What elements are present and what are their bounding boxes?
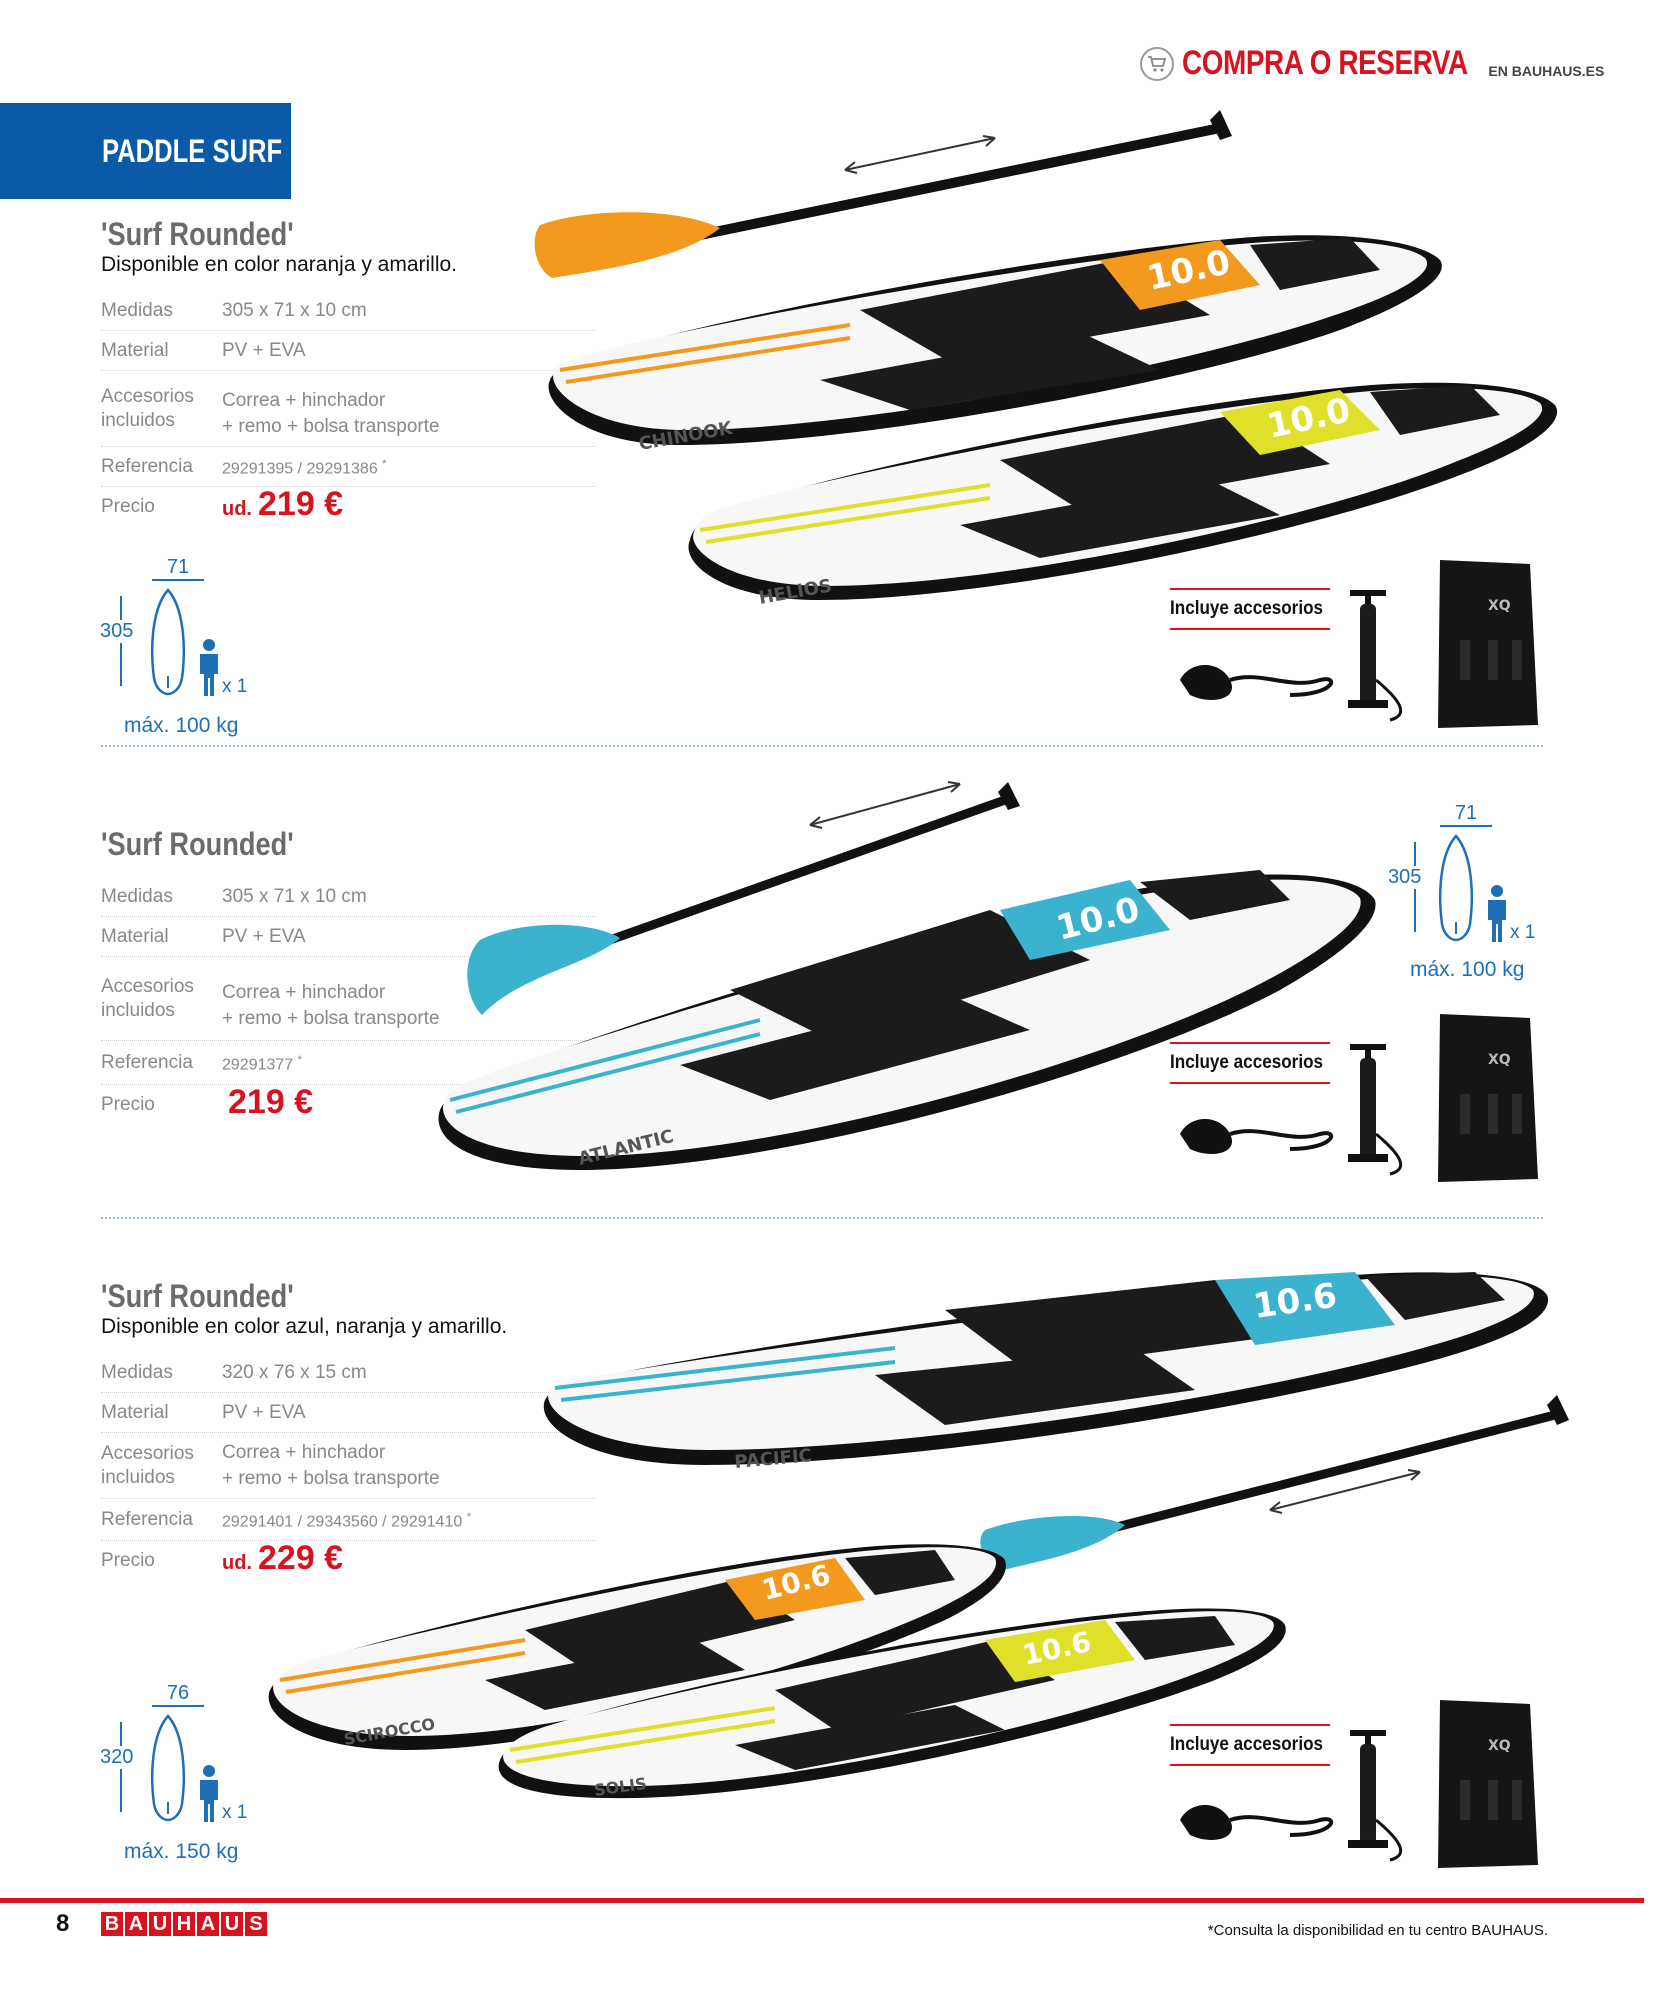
spec-row-referencia: Referencia 29291401 / 29343560 / 2929141… <box>101 1499 595 1541</box>
person-icon <box>1488 885 1506 942</box>
logo-letter: A <box>125 1912 147 1936</box>
board-outline-icon <box>150 1714 186 1822</box>
bag-icon: XQ <box>1438 1700 1538 1868</box>
cta-main: COMPRA O RESERVA <box>1182 44 1468 82</box>
product-block-1: 'Surf Rounded' Disponible en color naran… <box>101 216 595 527</box>
footnote: *Consulta la disponibilidad en tu centro… <box>1207 1922 1548 1939</box>
spec-row-medidas: Medidas 305 x 71 x 10 cm <box>101 877 595 917</box>
product-block-3: 'Surf Rounded' Disponible en color azul,… <box>101 1278 595 1581</box>
spec-table: Medidas 305 x 71 x 10 cm Material PV + E… <box>101 291 595 527</box>
board-helios: 10.0 HELIOS <box>688 382 1558 609</box>
leash-icon <box>1180 1805 1334 1840</box>
logo-letter: A <box>197 1912 219 1936</box>
spec-row-precio: Precio ud.229 € <box>101 1539 344 1577</box>
accessories-label: Incluye accesorios <box>1170 1042 1330 1084</box>
spec-row-material: Material PV + EVA <box>101 917 595 957</box>
person-icon <box>200 1765 218 1822</box>
accessories-image-2: XQ <box>1180 1014 1538 1182</box>
logo-letter: U <box>221 1912 243 1936</box>
spec-row-medidas: Medidas 320 x 76 x 15 cm <box>101 1353 595 1393</box>
board-scirocco: 10.6 SCIROCCO <box>268 1544 1006 1750</box>
spec-row-medidas: Medidas 305 x 71 x 10 cm <box>101 291 595 331</box>
product-title: 'Surf Rounded' <box>101 826 294 862</box>
page-number: 8 <box>56 1910 70 1937</box>
paddle <box>467 781 1020 1015</box>
board-solis: 10.6 SOLIS <box>498 1608 1286 1800</box>
board-dimensions-1: 71 305 x 1 máx. 100 kg <box>100 556 248 737</box>
board-outline-icon <box>150 588 186 696</box>
product-image-1: 10.0 CHINOOK 10.0 HELIOS <box>534 110 1558 609</box>
logo-letter: B <box>101 1912 123 1936</box>
product-block-2: 'Surf Rounded' Medidas 305 x 71 x 10 cm … <box>101 826 595 1125</box>
pump-icon <box>1348 590 1403 722</box>
logo-letter: U <box>149 1912 171 1936</box>
price: 219 € <box>228 1083 314 1121</box>
footer-rule <box>0 1898 1644 1903</box>
spec-row-material: Material PV + EVA <box>101 1393 595 1433</box>
product-image-3: 10.6 PACIFIC 10.6 SCIROCCO 10.6 SOLIS <box>268 1272 1569 1800</box>
section-divider <box>101 745 1543 747</box>
product-title: 'Surf Rounded' <box>101 1278 294 1314</box>
paddle <box>980 1395 1569 1570</box>
accessories-label: Incluye accesorios <box>1170 1724 1330 1766</box>
logo-letter: H <box>173 1912 195 1936</box>
price-unit: ud. <box>222 1552 252 1574</box>
online-purchase-banner[interactable]: COMPRA O RESERVA EN BAUHAUS.ES <box>1140 44 1604 83</box>
price-unit: ud. <box>222 498 252 520</box>
pump-icon <box>1348 1044 1403 1176</box>
accessories-label: Incluye accesorios <box>1170 588 1330 630</box>
price: 229 € <box>258 1539 344 1577</box>
board-atlantic: 10.0 ATLANTIC <box>438 870 1376 1170</box>
accessories-image-1: XQ <box>1180 560 1538 728</box>
spec-row-referencia: Referencia 29291395 / 29291386 * <box>101 447 595 487</box>
board-dimensions-3: 76 320 x 1 máx. 150 kg <box>100 1682 248 1863</box>
accessories-image-3: XQ <box>1180 1700 1538 1868</box>
svg-text:XQ: XQ <box>1488 1052 1511 1068</box>
board-dimensions-2: 71 305 x 1 máx. 100 kg <box>1388 802 1536 981</box>
bag-icon: XQ <box>1438 560 1538 728</box>
shopping-cart-icon <box>1140 46 1174 81</box>
product-availability: Disponible en color naranja y amarillo. <box>101 253 458 276</box>
section-divider <box>101 1217 1543 1219</box>
board-outline-icon <box>1438 834 1474 942</box>
spec-row-material: Material PV + EVA <box>101 331 595 371</box>
spec-table: Medidas 305 x 71 x 10 cm Material PV + E… <box>101 877 595 1125</box>
bag-icon: XQ <box>1438 1014 1538 1182</box>
section-title: PADDLE SURF <box>0 103 291 199</box>
logo-letter: S <box>245 1912 267 1936</box>
product-availability: Disponible en color azul, naranja y amar… <box>101 1315 508 1338</box>
cta-sub: EN BAUHAUS.ES <box>1488 62 1605 79</box>
product-title: 'Surf Rounded' <box>101 216 294 252</box>
leash-icon <box>1180 1119 1334 1154</box>
spec-table: Medidas 320 x 76 x 15 cm Material PV + E… <box>101 1353 595 1581</box>
spec-row-referencia: Referencia 29291377 * <box>101 1041 595 1085</box>
price: 219 € <box>258 485 344 523</box>
pump-icon <box>1348 1730 1403 1862</box>
board-pacific: 10.6 PACIFIC <box>543 1272 1549 1473</box>
spec-row-precio: Precio 219 € <box>101 1083 314 1121</box>
svg-text:XQ: XQ <box>1488 1738 1511 1754</box>
leash-icon <box>1180 665 1334 700</box>
svg-text:XQ: XQ <box>1488 598 1511 614</box>
paddle <box>534 110 1232 278</box>
person-icon <box>200 639 218 696</box>
product-image-2: 10.0 ATLANTIC <box>438 781 1376 1170</box>
spec-row-precio: Precio ud.219 € <box>101 485 344 523</box>
board-chinook: 10.0 CHINOOK <box>548 235 1442 455</box>
